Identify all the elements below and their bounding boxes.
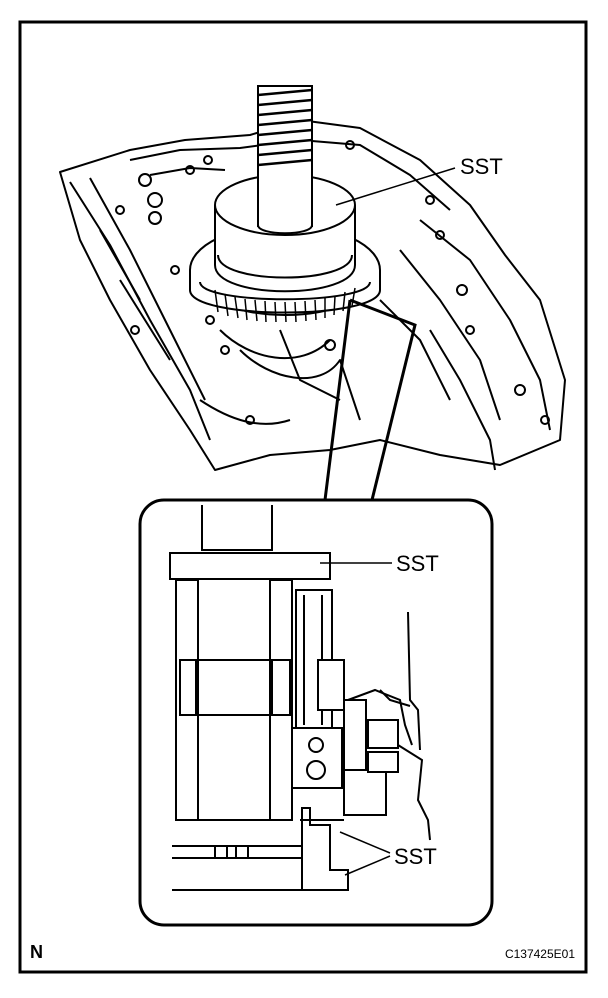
sst-tool-top [214,85,356,293]
detail-inset: SST SST [138,498,494,927]
zoom-connector [323,298,417,501]
sst-inset-bottom-leader-a [339,831,391,854]
figure-code: C137425E01 [505,947,575,961]
sst-top-leader [335,167,456,206]
sst-inset-top-label: SST [396,551,439,576]
orientation-label: N [30,942,43,962]
gear-teeth [214,287,356,323]
sst-inset-bottom-leader-b [344,855,391,876]
sst-inset-bottom-label: SST [394,844,437,869]
sst-top-label: SST [460,154,503,179]
